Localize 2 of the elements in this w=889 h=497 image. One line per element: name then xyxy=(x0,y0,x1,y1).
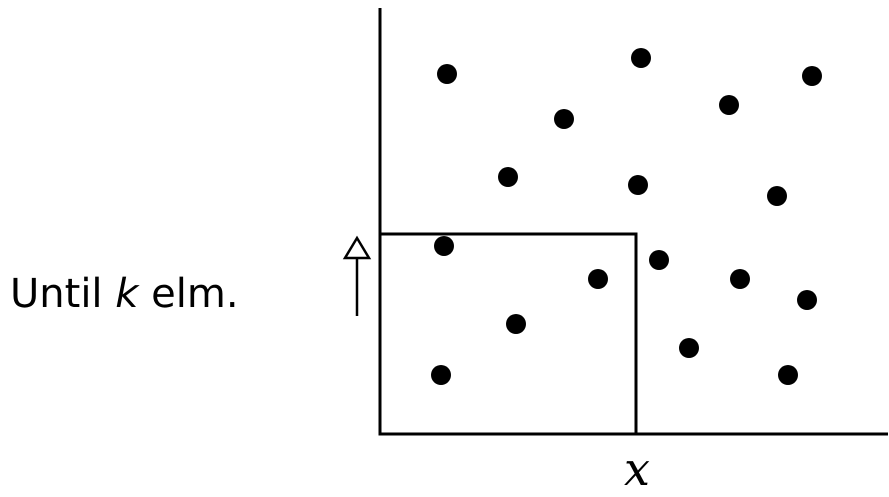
axis-label: x xyxy=(624,446,650,492)
range-label: Until k elm. xyxy=(10,274,239,314)
